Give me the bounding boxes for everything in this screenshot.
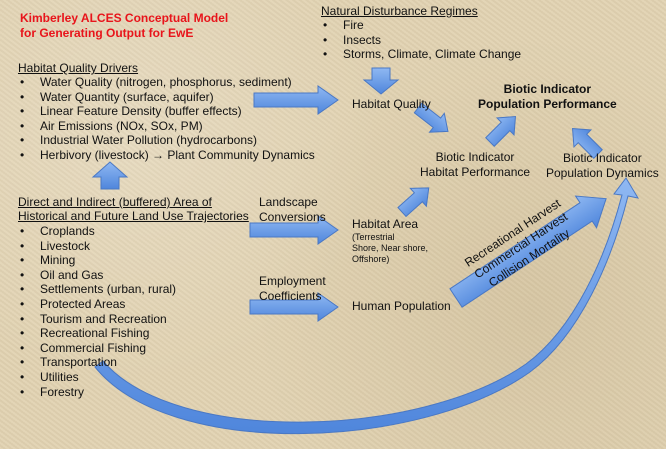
driver-item: Industrial Water Pollution (hydrocarbons…: [18, 133, 315, 148]
disturbance-block: Natural Disturbance Regimes Fire Insects…: [321, 4, 521, 62]
arrow-landuse-to-drivers: [91, 161, 129, 190]
habitat-area-node: Habitat Area (Terrestrial Shore, Near sh…: [352, 217, 429, 264]
landuse-heading-2: Historical and Future Land Use Trajector…: [18, 209, 249, 223]
disturbance-heading: Natural Disturbance Regimes: [321, 4, 478, 18]
arrow-dynamics-to-population: [572, 128, 603, 159]
driver-item: Water Quantity (surface, aquifer): [18, 90, 315, 105]
driver-item: Herbivory (livestock) → Plant Community …: [18, 148, 315, 163]
arrow-population-to-dynamics: [449, 195, 607, 308]
population-dynamics-node: Biotic Indicator Population Dynamics: [546, 151, 659, 180]
disturbance-item: Insects: [321, 33, 521, 48]
human-population-node: Human Population: [352, 299, 451, 313]
landuse-item: Recreational Fishing: [18, 326, 249, 341]
disturbance-item: Fire: [321, 18, 521, 33]
landuse-item: Transportation: [18, 355, 249, 370]
arrow-performance-to-population: [485, 116, 516, 147]
driver-item: Linear Feature Density (buffer effects): [18, 104, 315, 119]
disturbance-list: Fire Insects Storms, Climate, Climate Ch…: [321, 18, 521, 62]
disturbance-item: Storms, Climate, Climate Change: [321, 47, 521, 62]
arrow-curved-landuse-to-dynamics: [94, 177, 640, 435]
landuse-item: Croplands: [18, 224, 249, 239]
driver-item: Air Emissions (NOx, SOx, PM): [18, 119, 315, 134]
employment-coefficients-label: Employment Coefficients: [259, 274, 326, 303]
arrow-landuse-to-area: [249, 215, 339, 245]
arrow-landuse-to-population: [249, 292, 339, 322]
population-performance-node: Biotic Indicator Population Performance: [478, 82, 617, 111]
driver-item: Water Quality (nitrogen, phosphorus, sed…: [18, 75, 315, 90]
arrow-disturbance-to-quality: [362, 67, 400, 95]
arrow-area-to-performance: [397, 187, 430, 218]
landscape-conversions-label: Landscape Conversions: [259, 195, 326, 224]
landuse-item: Protected Areas: [18, 297, 249, 312]
landuse-item: Commercial Fishing: [18, 341, 249, 356]
landuse-item: Oil and Gas: [18, 268, 249, 283]
habitat-performance-node: Biotic Indicator Habitat Performance: [420, 150, 531, 179]
drivers-list: Water Quality (nitrogen, phosphorus, sed…: [18, 75, 315, 163]
landuse-item: Forestry: [18, 385, 249, 400]
drivers-block: Habitat Quality Drivers Water Quality (n…: [18, 61, 315, 163]
landuse-heading-1: Direct and Indirect (buffered) Area of: [18, 195, 212, 209]
landuse-item: Tourism and Recreation: [18, 312, 249, 327]
landuse-item: Livestock: [18, 239, 249, 254]
landuse-item: Settlements (urban, rural): [18, 282, 249, 297]
landuse-item: Utilities: [18, 370, 249, 385]
drivers-heading: Habitat Quality Drivers: [18, 61, 139, 75]
arrow-quality-to-performance: [413, 102, 449, 133]
landuse-list: Croplands Livestock Mining Oil and Gas S…: [18, 224, 249, 399]
landuse-item: Mining: [18, 253, 249, 268]
habitat-quality-node: Habitat Quality: [352, 97, 431, 111]
landuse-block: Direct and Indirect (buffered) Area of H…: [18, 195, 249, 399]
diagram-title: Kimberley ALCES Conceptual Model for Gen…: [20, 11, 229, 40]
